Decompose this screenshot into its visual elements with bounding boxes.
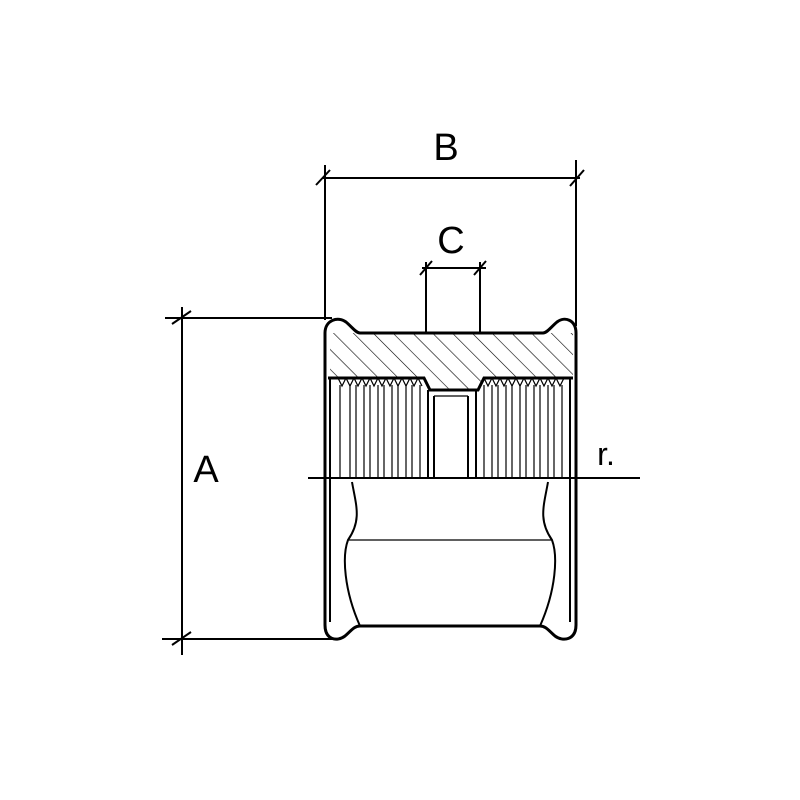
dimension-b-tick-left xyxy=(315,169,331,186)
lower-half-view xyxy=(329,478,571,627)
label-a: A xyxy=(193,449,219,491)
dimension-a: A xyxy=(162,307,334,655)
center-gap xyxy=(433,395,469,478)
lower-left-contour xyxy=(343,481,361,627)
dimension-b: B xyxy=(315,127,585,326)
lower-right-contour xyxy=(539,481,557,627)
thread-right xyxy=(475,376,571,478)
coupling-body xyxy=(323,317,578,641)
label-r: r. xyxy=(597,436,615,472)
coupling-outline xyxy=(323,317,578,641)
label-b: B xyxy=(433,127,458,169)
dimension-c: C xyxy=(419,220,487,333)
label-c: C xyxy=(437,220,464,262)
section-inner-edge xyxy=(328,376,573,392)
thread-left xyxy=(329,376,429,478)
centerline: r. xyxy=(308,436,640,479)
